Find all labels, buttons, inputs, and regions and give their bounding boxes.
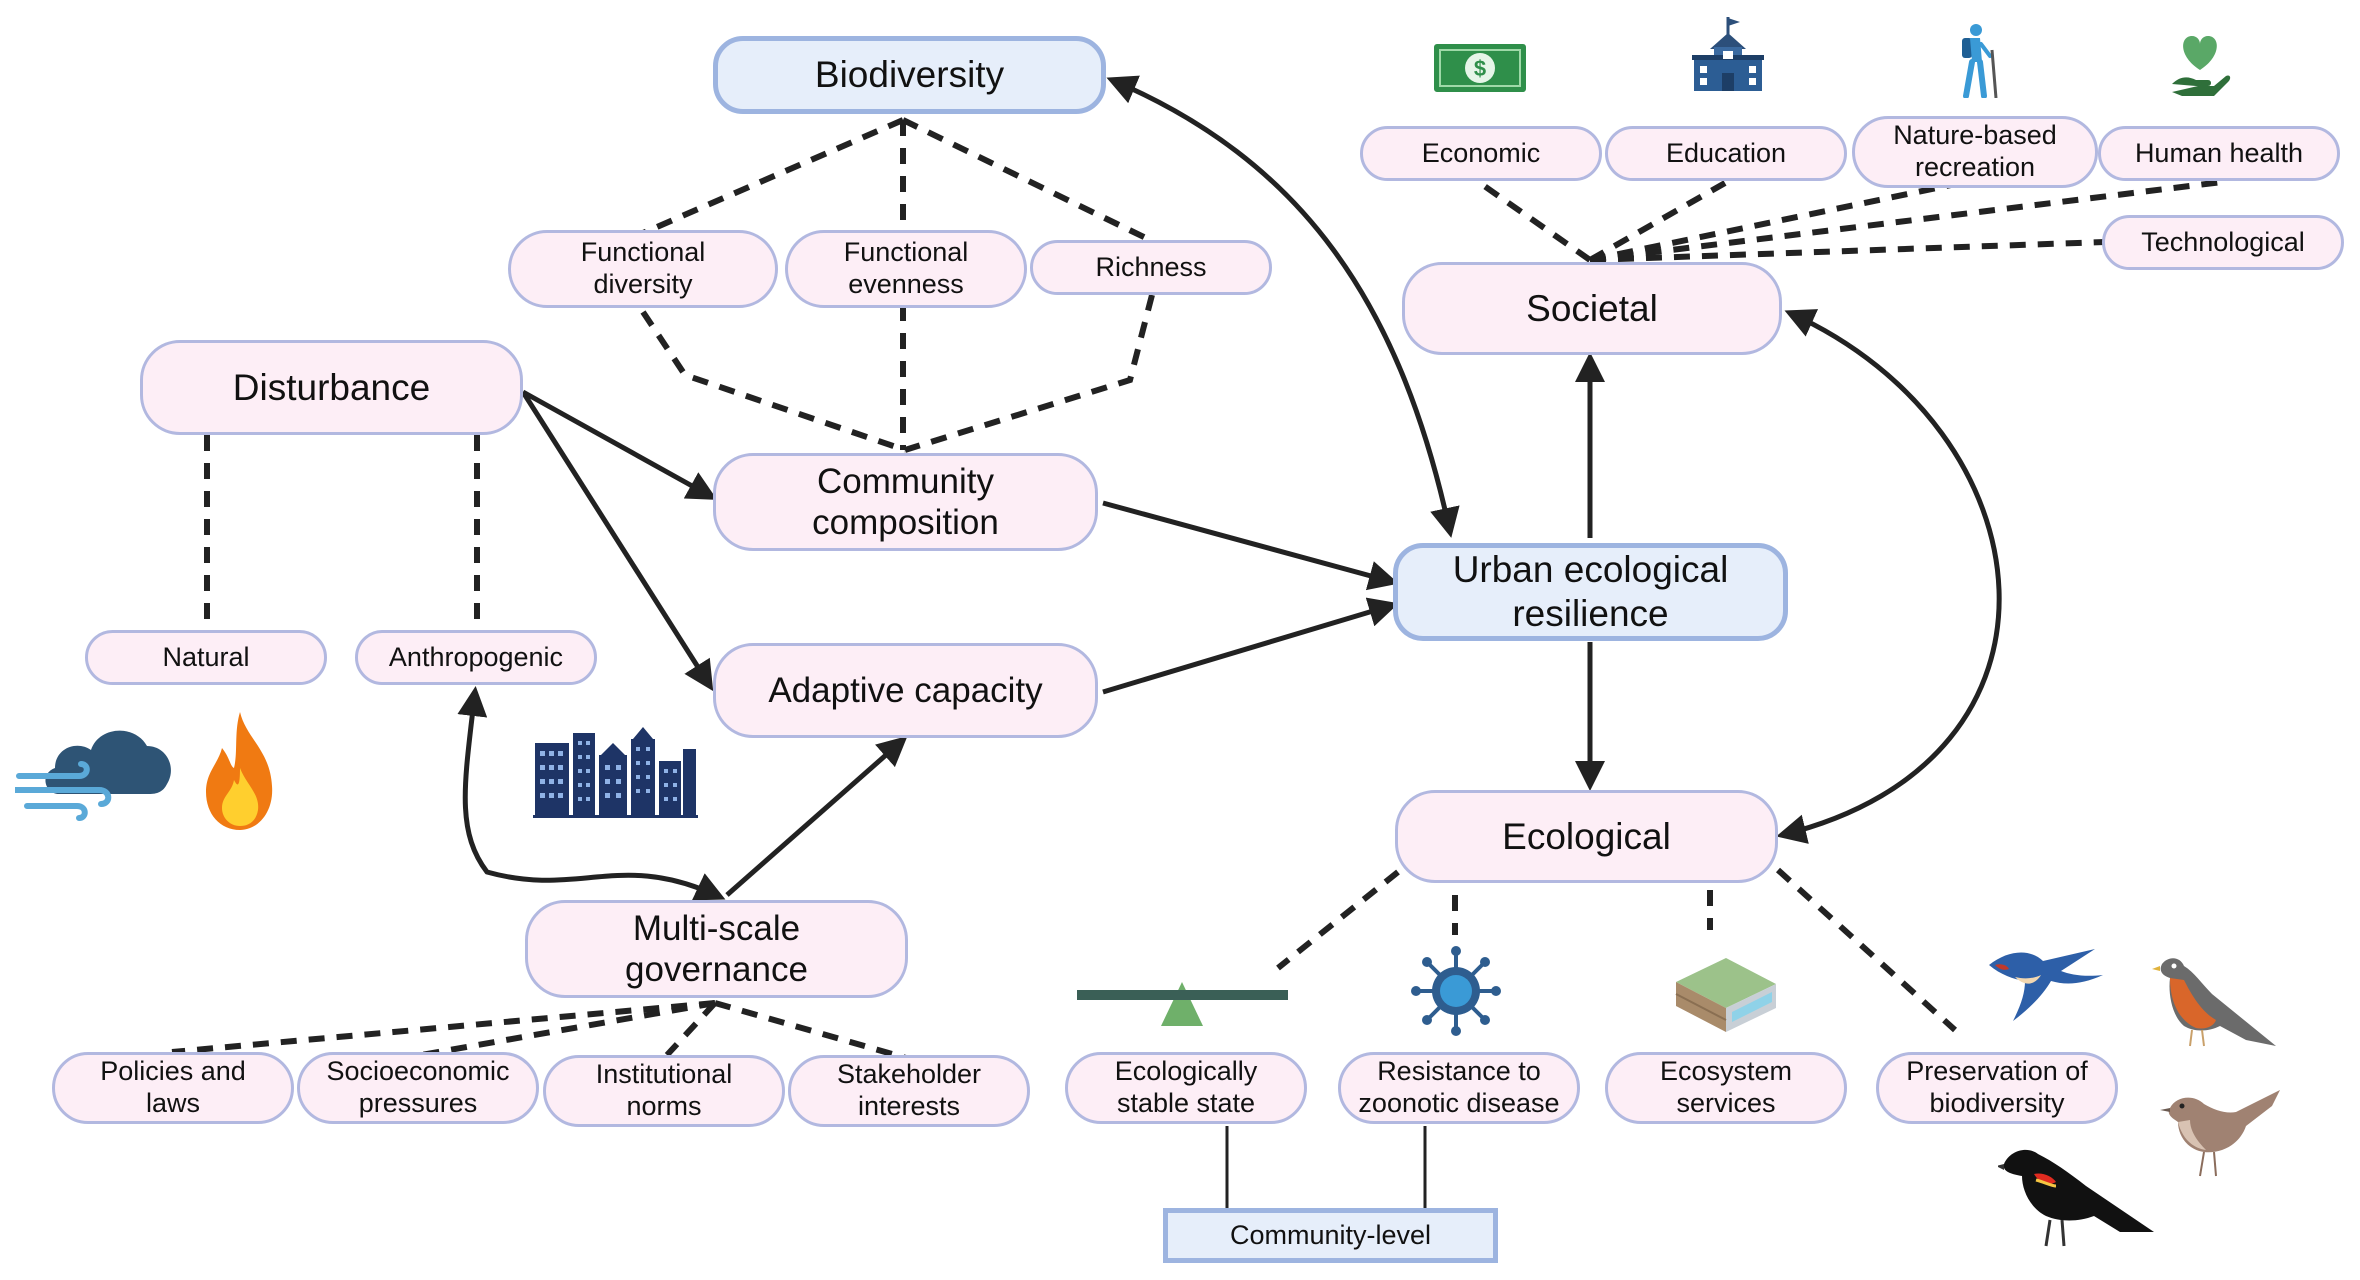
node-nature-based-recreation-label: Nature-based recreation	[1893, 120, 2057, 182]
link-ecological-stable-state	[1276, 869, 1400, 971]
node-adaptive-capacity: Adaptive capacity	[713, 643, 1098, 738]
node-stakeholder-interests: Stakeholder interests	[788, 1055, 1030, 1127]
node-community-composition-label: Community composition	[812, 461, 999, 542]
node-technological: Technological	[2102, 215, 2344, 270]
node-education-label: Education	[1665, 137, 1787, 168]
node-socioeconomic-pressures-label: Socioeconomic pressures	[326, 1056, 510, 1118]
node-education: Education	[1605, 126, 1847, 181]
node-disturbance: Disturbance	[140, 340, 523, 435]
wren-icon	[2160, 1090, 2280, 1177]
link-biodiversity-richness	[901, 117, 1152, 243]
svg-text:$: $	[1474, 56, 1486, 81]
node-multi-scale-governance: Multi-scale governance	[525, 900, 908, 998]
arrow-disturbance-adaptive	[520, 390, 714, 692]
link-richness-community	[904, 294, 1155, 453]
node-ecological-label: Ecological	[1502, 815, 1671, 857]
node-socioeconomic-pressures: Socioeconomic pressures	[297, 1052, 539, 1124]
link-governance-policies	[171, 1000, 716, 1055]
node-human-health: Human health	[2098, 126, 2340, 181]
link-societal-recreation	[1589, 177, 1976, 263]
node-ecosystem-services-label: Ecosystem services	[1659, 1056, 1793, 1118]
node-nature-based-recreation: Nature-based recreation	[1852, 116, 2098, 188]
node-policies-laws: Policies and laws	[52, 1052, 294, 1124]
node-societal-label: Societal	[1526, 287, 1658, 329]
node-resistance-zoonotic-label: Resistance to zoonotic disease	[1358, 1056, 1560, 1118]
node-biodiversity-label: Biodiversity	[814, 54, 1005, 96]
node-technological-label: Technological	[2141, 226, 2305, 257]
node-ecologically-stable-state-label: Ecologically stable state	[1114, 1056, 1258, 1118]
node-functional-evenness: Functional evenness	[785, 230, 1027, 308]
arrow-adaptive-resilience	[1102, 597, 1399, 695]
node-institutional-norms: Institutional norms	[543, 1055, 785, 1127]
arrow-governance-adaptive	[725, 736, 908, 897]
heart-hand-icon	[2172, 36, 2231, 96]
node-functional-diversity: Functional diversity	[508, 230, 778, 308]
node-preservation-biodiversity-label: Preservation of biodiversity	[1906, 1056, 2088, 1118]
node-natural-label: Natural	[162, 641, 250, 672]
seesaw-icon	[1077, 982, 1288, 1026]
link-ecological-preservation	[1775, 867, 1958, 1033]
node-urban-ecological-resilience-label: Urban ecological resilience	[1452, 549, 1729, 634]
fire-icon	[206, 712, 273, 830]
node-anthropogenic: Anthropogenic	[355, 630, 597, 685]
money-icon: $	[1434, 44, 1526, 92]
arrow-community-resilience	[1102, 500, 1399, 591]
link-biodiversity-functional-diversity	[641, 117, 905, 236]
arrow-societal-ecological	[1776, 309, 2002, 844]
arrow-governance-anthropogenic	[457, 686, 726, 901]
solid-thin-links	[1225, 1126, 1427, 1212]
node-economic-label: Economic	[1421, 137, 1541, 168]
node-ecologically-stable-state: Ecologically stable state	[1065, 1052, 1307, 1124]
arrow-links	[457, 75, 2002, 901]
link-governance-stakeholder	[714, 1000, 907, 1061]
soil-layer-icon	[1675, 958, 1776, 1032]
node-urban-ecological-resilience: Urban ecological resilience	[1393, 543, 1788, 641]
link-societal-economic	[1478, 180, 1592, 263]
swallow-icon	[1989, 949, 2103, 1021]
node-policies-laws-label: Policies and laws	[100, 1056, 246, 1118]
node-community-composition: Community composition	[713, 453, 1098, 551]
link-societal-human-health	[1589, 179, 2223, 263]
node-stakeholder-interests-label: Stakeholder interests	[836, 1059, 982, 1121]
node-richness-label: Richness	[1095, 251, 1207, 282]
link-societal-technological	[1589, 239, 2106, 263]
node-institutional-norms-label: Institutional norms	[595, 1059, 733, 1121]
virus-icon	[1411, 946, 1501, 1036]
arrow-disturbance-community	[521, 389, 718, 500]
blackbird-icon	[1998, 1149, 2154, 1247]
node-economic: Economic	[1360, 126, 1602, 181]
node-natural: Natural	[85, 630, 327, 685]
node-adaptive-capacity-label: Adaptive capacity	[768, 670, 1043, 710]
link-functional-diversity-community	[640, 310, 906, 453]
node-community-level: Community-level	[1163, 1208, 1498, 1263]
hiker-icon	[1962, 24, 1998, 98]
node-ecological: Ecological	[1395, 790, 1778, 883]
node-functional-diversity-label: Functional diversity	[580, 237, 706, 299]
node-resistance-zoonotic: Resistance to zoonotic disease	[1338, 1052, 1580, 1124]
wind-cloud-icon	[15, 730, 171, 821]
city-buildings-icon	[533, 727, 698, 818]
node-disturbance-label: Disturbance	[232, 366, 431, 408]
node-ecosystem-services: Ecosystem services	[1605, 1052, 1847, 1124]
node-societal: Societal	[1402, 262, 1782, 355]
node-community-level-label: Community-level	[1229, 1219, 1432, 1250]
arrow-resilience-biodiversity	[1106, 75, 1460, 538]
node-multi-scale-governance-label: Multi-scale governance	[625, 908, 808, 989]
link-governance-institutional	[664, 1000, 718, 1058]
node-functional-evenness-label: Functional evenness	[843, 237, 969, 299]
node-anthropogenic-label: Anthropogenic	[388, 641, 564, 672]
robin-icon	[2152, 958, 2276, 1047]
node-human-health-label: Human health	[2134, 137, 2304, 168]
link-governance-socioeconomic	[409, 1000, 716, 1060]
school-icon	[1692, 17, 1764, 91]
node-preservation-biodiversity: Preservation of biodiversity	[1876, 1052, 2118, 1124]
node-richness: Richness	[1030, 240, 1272, 295]
node-biodiversity: Biodiversity	[713, 36, 1106, 114]
